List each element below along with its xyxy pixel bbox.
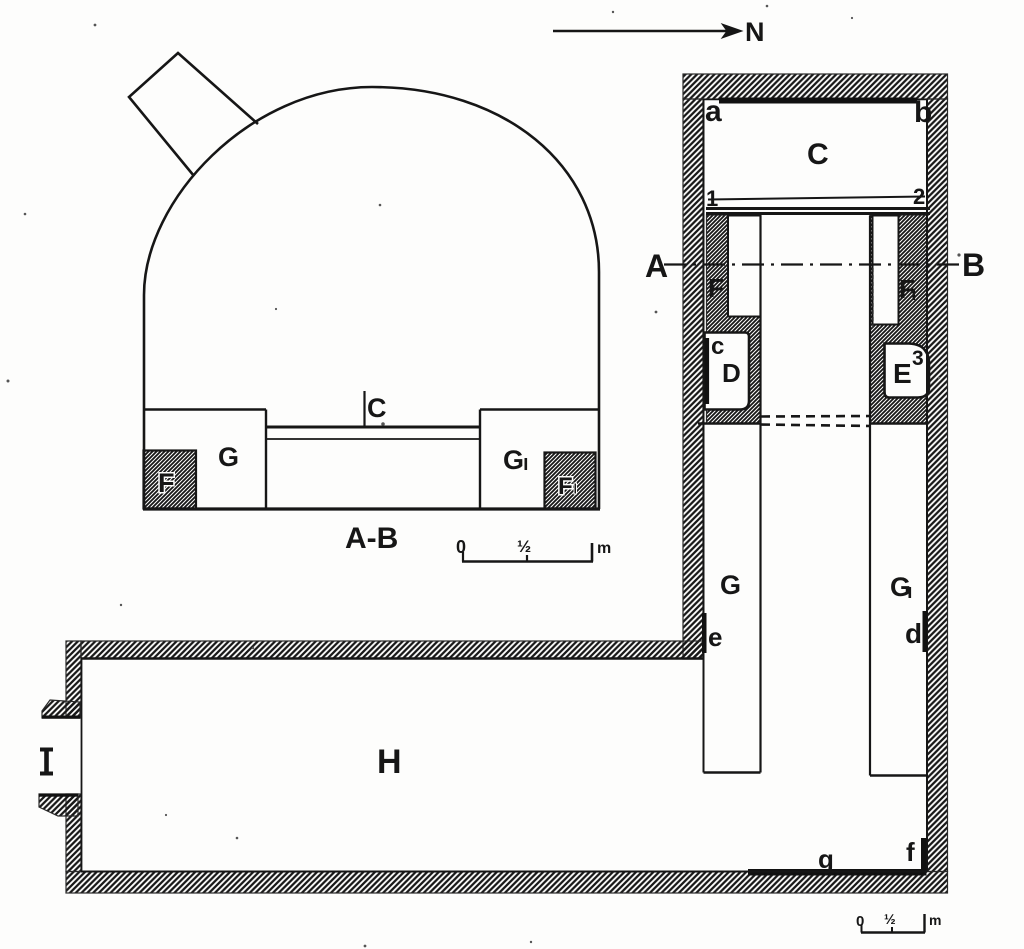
svg-text:d: d [905,618,922,649]
svg-text:G: G [890,572,911,602]
svg-text:c: c [711,333,724,360]
svg-text:b: b [914,96,932,129]
svg-text:G: G [503,445,524,475]
svg-text:m: m [597,540,611,557]
svg-text:D: D [722,358,741,388]
svg-text:A-B: A-B [345,522,398,555]
svg-text:A: A [645,248,668,284]
svg-text:1: 1 [706,186,718,211]
svg-text:F: F [558,473,573,500]
svg-text:e: e [708,622,722,652]
svg-text:C: C [807,138,829,171]
svg-text:G: G [218,442,239,472]
svg-text:f: f [906,837,915,867]
svg-text:½: ½ [517,537,531,556]
svg-text:0: 0 [456,537,466,557]
svg-text:3: 3 [912,347,924,370]
svg-text:0: 0 [856,913,864,930]
svg-text:F: F [158,468,175,498]
svg-text:N: N [745,17,765,47]
svg-text:m: m [929,912,941,928]
svg-text:F: F [708,273,724,303]
svg-text:2: 2 [913,184,925,209]
svg-text:F: F [899,274,915,304]
svg-text:H: H [377,743,402,781]
svg-text:C: C [367,393,387,423]
svg-text:E: E [893,358,912,389]
svg-text:a: a [705,95,722,128]
svg-text:G: G [720,570,741,600]
svg-text:g: g [818,844,834,874]
svg-text:B: B [962,247,985,283]
svg-text:½: ½ [884,911,896,927]
